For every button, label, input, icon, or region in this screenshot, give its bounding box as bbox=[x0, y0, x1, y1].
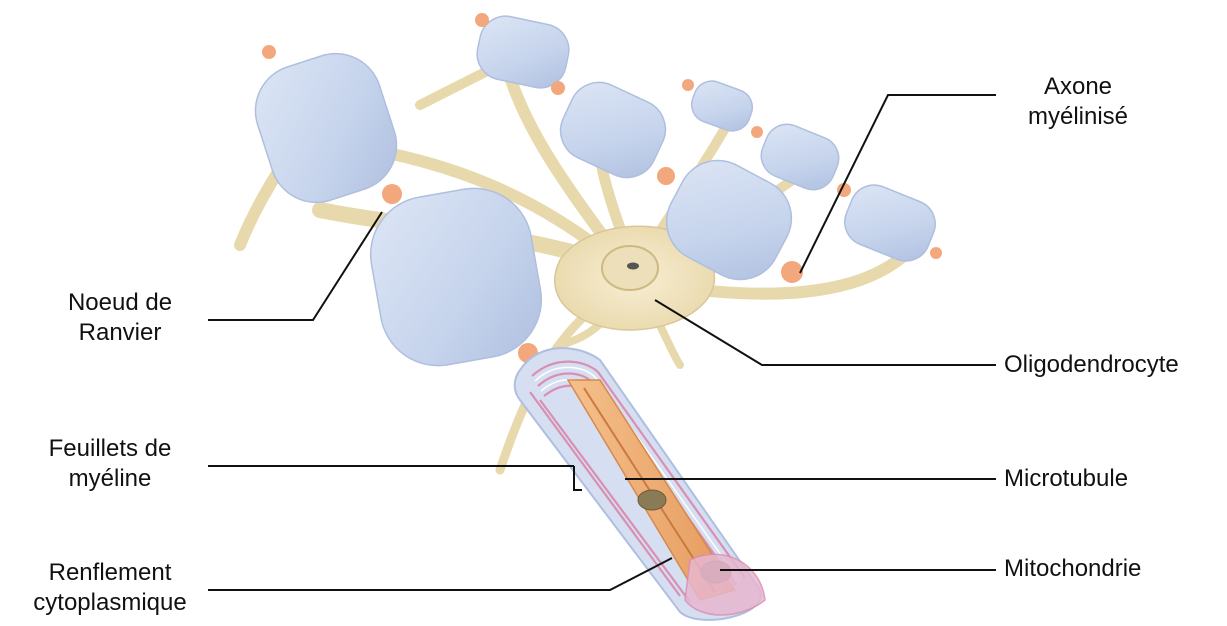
label-noeud-de-ranvier: Noeud de Ranvier bbox=[40, 288, 200, 348]
label-microtubule: Microtubule bbox=[1004, 464, 1128, 494]
label-axone: Axone myélinisé bbox=[1008, 72, 1148, 132]
label-renflement-line1: Renflement bbox=[10, 558, 210, 588]
label-feuillets-line2: myéline bbox=[20, 464, 200, 494]
label-feuillets-de-myeline: Feuillets de myéline bbox=[20, 434, 200, 494]
label-noeud-line1: Noeud de bbox=[40, 288, 200, 318]
leader-renflement bbox=[208, 558, 672, 590]
label-axone-line2: myélinisé bbox=[1008, 102, 1148, 132]
label-axone-line1: Axone bbox=[1008, 72, 1148, 102]
leader-noeud bbox=[208, 212, 382, 320]
label-noeud-line2: Ranvier bbox=[40, 318, 200, 348]
label-mitochondrie: Mitochondrie bbox=[1004, 554, 1141, 584]
label-oligodendrocyte: Oligodendrocyte bbox=[1004, 350, 1179, 380]
label-renflement-line2: cytoplasmique bbox=[10, 588, 210, 618]
label-feuillets-line1: Feuillets de bbox=[20, 434, 200, 464]
axon-cross-section bbox=[515, 348, 765, 620]
label-renflement-cytoplasmique: Renflement cytoplasmique bbox=[10, 558, 210, 618]
leader-oligodendrocyte bbox=[655, 300, 996, 365]
